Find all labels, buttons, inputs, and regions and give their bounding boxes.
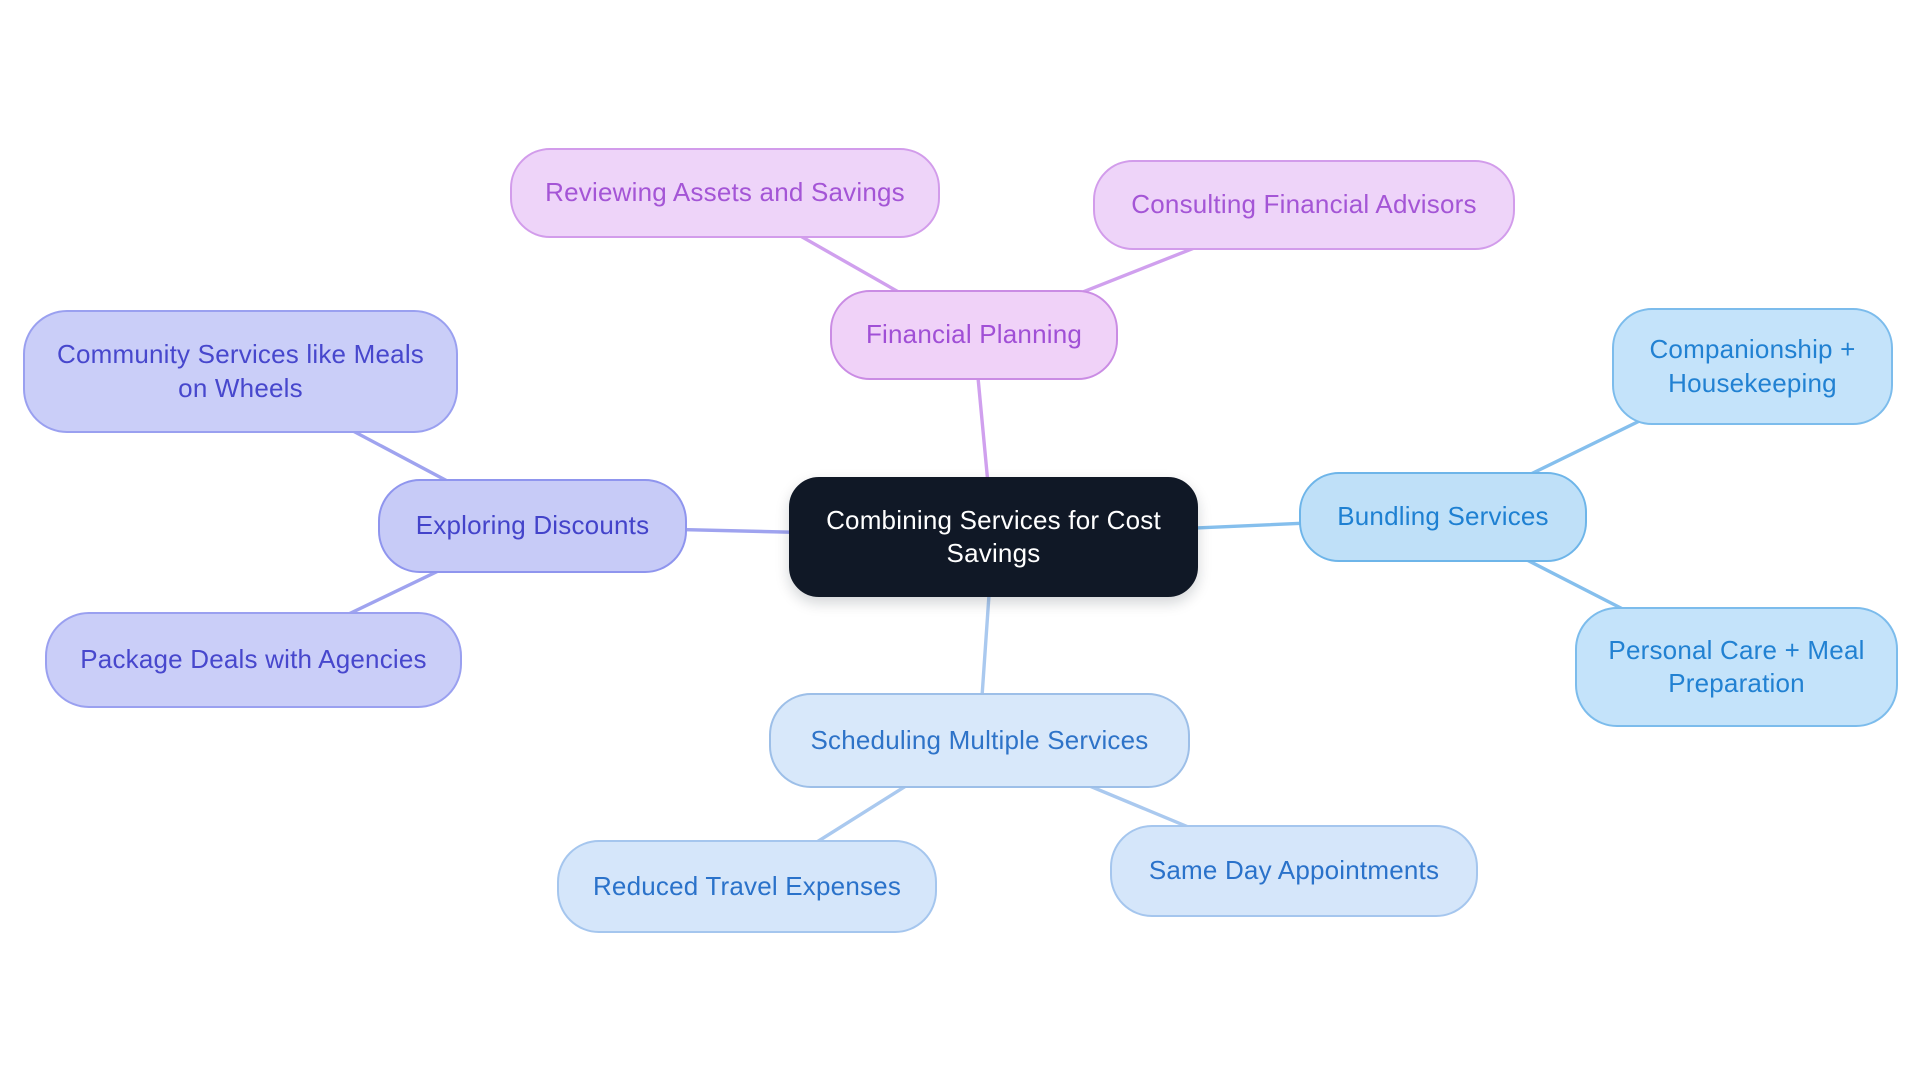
node-exploring-discounts[interactable]: Exploring Discounts [378, 479, 687, 573]
node-reviewing-assets-and-savings[interactable]: Reviewing Assets and Savings [510, 148, 940, 238]
node-reviewing-assets-label: Reviewing Assets and Savings [545, 177, 905, 208]
node-same-day-appointments[interactable]: Same Day Appointments [1110, 825, 1478, 917]
node-consulting-financial-advisors[interactable]: Consulting Financial Advisors [1093, 160, 1515, 250]
node-personal-care-label: Personal Care + Meal Preparation [1608, 634, 1865, 698]
node-package-deals-label: Package Deals with Agencies [80, 644, 427, 675]
node-reduced-travel-expenses[interactable]: Reduced Travel Expenses [557, 840, 937, 933]
node-reduced-travel-label: Reduced Travel Expenses [592, 870, 902, 901]
node-package-deals-with-agencies[interactable]: Package Deals with Agencies [45, 612, 462, 708]
node-companionship-housekeeping[interactable]: Companionship + Housekeeping [1612, 308, 1893, 425]
node-scheduling-services-label: Scheduling Multiple Services [810, 724, 1149, 755]
node-central-label: Combining Services for Cost Savings [826, 504, 1161, 568]
node-financial-planning-label: Financial Planning [865, 319, 1083, 350]
node-same-day-label: Same Day Appointments [1148, 855, 1440, 886]
node-exploring-discounts-label: Exploring Discounts [415, 510, 650, 541]
node-financial-planning[interactable]: Financial Planning [830, 290, 1118, 380]
node-community-services-meals-on-wheels[interactable]: Community Services like Meals on Wheels [23, 310, 458, 433]
node-community-services-label: Community Services like Meals on Wheels [56, 339, 424, 403]
node-scheduling-multiple-services[interactable]: Scheduling Multiple Services [769, 693, 1190, 788]
node-bundling-services-label: Bundling Services [1337, 501, 1549, 532]
node-central[interactable]: Combining Services for Cost Savings [789, 477, 1198, 597]
node-companionship-label: Companionship + Housekeeping [1649, 334, 1856, 398]
node-consulting-advisors-label: Consulting Financial Advisors [1131, 189, 1477, 220]
node-bundling-services[interactable]: Bundling Services [1299, 472, 1587, 562]
node-personal-care-meal-preparation[interactable]: Personal Care + Meal Preparation [1575, 607, 1898, 727]
